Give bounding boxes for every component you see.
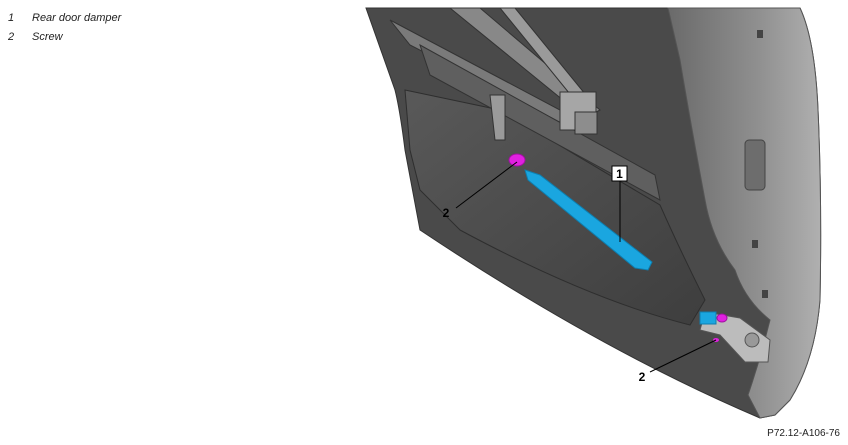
callout-line-2-upper xyxy=(455,161,518,209)
frame-hole xyxy=(752,240,758,248)
frame-slot xyxy=(744,139,766,191)
legend-number: 1 xyxy=(8,11,15,24)
mechanism-block xyxy=(574,111,598,135)
frame-hole xyxy=(762,290,768,298)
callout-label-1: 1 xyxy=(616,167,623,181)
door-frame xyxy=(667,7,822,419)
legend-row-2: 2 Screw xyxy=(8,27,121,46)
bracket xyxy=(489,94,506,141)
callout-box-1 xyxy=(611,165,628,182)
rear-door-damper xyxy=(524,169,653,271)
legend-number: 2 xyxy=(8,30,15,43)
callout-label-2-upper: 2 xyxy=(443,206,450,220)
screw-lower xyxy=(716,313,728,323)
legend-row-1: 1 Rear door damper xyxy=(8,8,121,27)
frame-hole xyxy=(757,30,763,38)
legend-label: Screw xyxy=(32,30,63,43)
figure-id: P72.12-A106-76 xyxy=(767,428,840,439)
callout-line-2-lower xyxy=(649,339,717,373)
callout-label-2-lower: 2 xyxy=(639,370,646,384)
inner-trim xyxy=(404,89,706,326)
screw-upper xyxy=(508,153,526,167)
hinge-pin xyxy=(744,332,760,348)
damper-mount xyxy=(699,311,717,325)
window-rail xyxy=(448,7,601,119)
hinge-bracket xyxy=(699,311,771,363)
legend-label: Rear door damper xyxy=(32,11,122,24)
legend: 1 Rear door damper 2 Screw xyxy=(8,8,121,46)
